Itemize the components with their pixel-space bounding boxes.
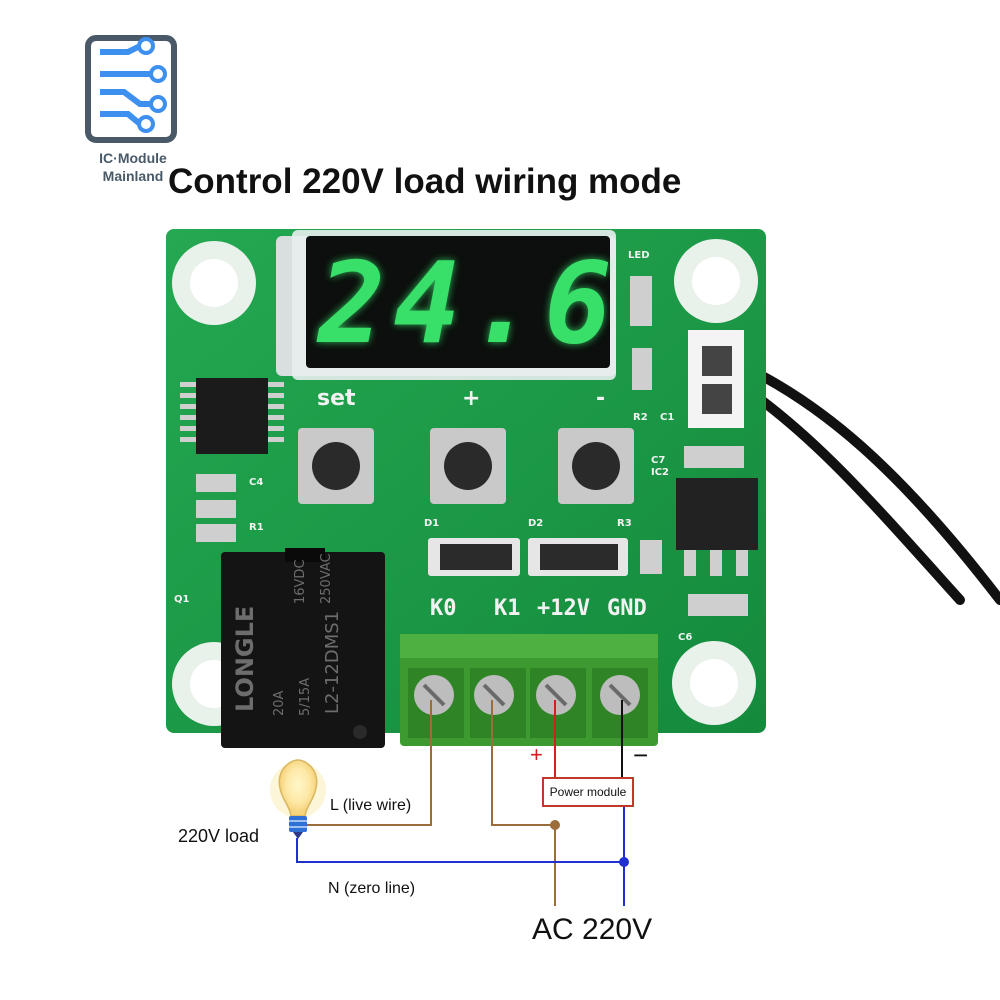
plus-button-label: +: [462, 386, 481, 411]
logo-line-1: IC·Module: [99, 150, 167, 166]
silk-r3: R3: [617, 518, 632, 529]
silk-d1: D1: [424, 518, 440, 529]
relay: [221, 548, 385, 748]
live-wire-label: L (live wire): [330, 797, 412, 814]
live-wire-k1: [491, 700, 556, 906]
terminal-label-k1: K1: [494, 596, 521, 621]
relay-spec-b: 5/15A: [298, 677, 313, 716]
pcb-board: [166, 229, 766, 748]
silk-c1: C1: [660, 412, 675, 423]
led-label: LED: [628, 250, 650, 261]
set-button-switch[interactable]: [298, 428, 374, 504]
load-label: 220V load: [178, 826, 260, 846]
voltage-regulator: [676, 478, 758, 576]
logo-line-2: Mainland: [102, 168, 164, 184]
circuit-board-icon: [85, 35, 177, 143]
silk-r2: R2: [633, 412, 648, 423]
power-module-box: Power module: [542, 777, 634, 807]
minus-button-switch[interactable]: [558, 428, 634, 504]
led-display: [276, 230, 616, 380]
live-wire-k0: [306, 700, 432, 826]
terminal-screw-k0[interactable]: [408, 668, 464, 738]
terminal-screw-gnd[interactable]: [592, 668, 648, 738]
silk-r1: R1: [249, 522, 264, 533]
ac-supply-label: AC 220V: [532, 913, 653, 946]
power-module-label: Power module: [549, 785, 627, 799]
minus-button-label: -: [596, 386, 606, 411]
neutral-junction: [619, 857, 629, 867]
mounting-hole: [674, 239, 758, 323]
live-junction: [550, 820, 560, 830]
diode: [528, 538, 628, 576]
terminal-label-12v: +12V: [537, 596, 590, 621]
sensor-cable: [725, 355, 1000, 605]
wiring: [296, 700, 629, 906]
negative-sign: −: [633, 740, 649, 770]
light-bulb-icon: [270, 759, 326, 839]
silk-c7: C7: [651, 455, 666, 466]
relay-brand: LONGLE: [231, 605, 259, 712]
set-button-label: set: [317, 386, 356, 411]
relay-vac: 250VAC: [319, 553, 334, 604]
plus-button-switch[interactable]: [430, 428, 506, 504]
silk-d2: D2: [528, 518, 544, 529]
terminal-screw-k1[interactable]: [470, 668, 526, 738]
terminal-label-k0: K0: [430, 596, 457, 621]
mounting-hole: [672, 641, 756, 725]
display-reading: 24.6: [318, 239, 620, 369]
relay-spec-a: 20A: [272, 690, 287, 716]
smd-components: [196, 276, 748, 616]
sensor-connector: [688, 330, 744, 428]
terminal-label-gnd: GND: [607, 596, 647, 621]
silk-q1: Q1: [174, 594, 190, 605]
relay-model: L2-12DMS1: [322, 610, 343, 714]
page-title: Control 220V load wiring mode: [168, 162, 682, 201]
microcontroller-chip: [180, 378, 284, 454]
zero-line-label: N (zero line): [328, 880, 416, 897]
silk-ic2: IC2: [651, 467, 670, 478]
relay-vdc: 16VDC: [293, 559, 308, 604]
silk-c4: C4: [249, 477, 264, 488]
silk-c6: C6: [678, 632, 693, 643]
terminal-screw-12v[interactable]: [530, 668, 586, 738]
diode: [428, 538, 520, 576]
neutral-wire: [296, 838, 624, 863]
mounting-hole: [172, 241, 256, 325]
positive-sign: +: [530, 742, 543, 767]
